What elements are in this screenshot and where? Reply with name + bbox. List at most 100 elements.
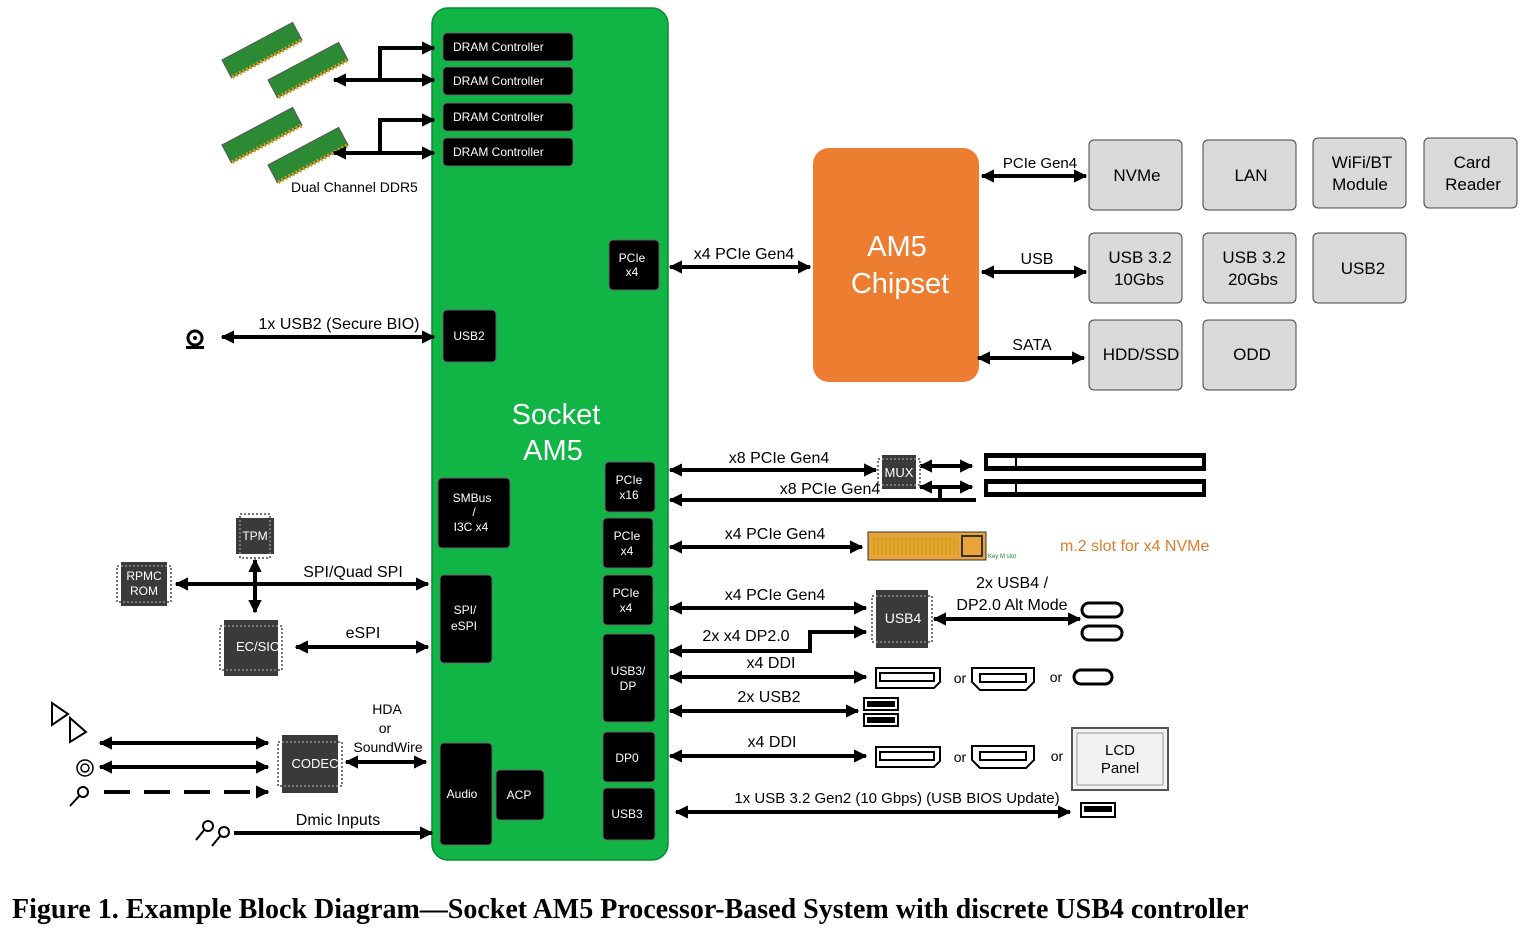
usb3-dp-block: USB3/ DP (602, 633, 656, 723)
spi-arrows (174, 558, 430, 654)
usb-c-ports-icon (1080, 601, 1124, 642)
usb-a-port-icon (1080, 802, 1116, 818)
pcie-x16-arrows (668, 459, 976, 507)
rpmc-l1: RPMC (126, 569, 162, 583)
link-ddi-2-label: x4 DDI (748, 734, 797, 751)
device-usb32-10-l2: 10Gbs (1114, 270, 1164, 289)
or-label-1: or (954, 670, 967, 686)
ddr5-dimm-icon (221, 21, 349, 185)
headphone-jack-icon (76, 759, 94, 777)
lcd-panel: LCD Panel (1071, 727, 1169, 791)
socket-label-1: Socket (512, 399, 601, 431)
usb-a-ports-icon (863, 697, 899, 727)
audio-label: Audio (447, 787, 478, 801)
dram-controller-2-label: DRAM Controller (453, 74, 544, 88)
device-lan: LAN (1202, 139, 1297, 211)
usb3-block: USB3 (602, 787, 656, 841)
pcie-x4-m2-l1: PCIe (614, 529, 641, 543)
or-label-3: or (954, 749, 967, 765)
pcie-slot-2 (984, 479, 1206, 497)
lcd-l2: Panel (1101, 760, 1139, 777)
acp-block: ACP (495, 769, 545, 821)
device-card-reader: Card Reader (1423, 137, 1518, 209)
audio-arrows (98, 736, 434, 840)
pcie-slot-1 (984, 453, 1206, 471)
usb4-chip-label: USB4 (885, 610, 922, 626)
ec-sio-chip: EC/SIO (219, 620, 283, 676)
usb3-label: USB3 (611, 807, 643, 821)
dram-arrows (332, 41, 436, 160)
speaker-icon (51, 701, 88, 744)
link-chip-usb-label: USB (1021, 251, 1054, 268)
codec-label: CODEC (292, 756, 339, 771)
device-wifi-l2: Module (1332, 175, 1388, 194)
m2-slot-label: m.2 slot for x4 NVMe (1060, 538, 1209, 555)
chipset-label-2: Chipset (851, 268, 949, 300)
acp-label: ACP (507, 788, 532, 802)
smbus-l3: I3C x4 (454, 520, 489, 534)
device-wifi: WiFi/BT Module (1312, 137, 1407, 209)
ddr5-label: Dual Channel DDR5 (291, 179, 418, 195)
smbus-l2: / (472, 505, 476, 519)
device-odd: ODD (1202, 319, 1297, 391)
microphone-icon (69, 786, 89, 807)
rpmc-rom-chip: RPMC ROM (116, 562, 172, 606)
spi-block: SPI/ eSPI (439, 574, 493, 664)
x8-pcie-a-label: x8 PCIe Gen4 (729, 450, 830, 467)
dram-controller-4-label: DRAM Controller (453, 145, 544, 159)
pcie-x4-chipset-block: PCIe x4 (608, 239, 660, 291)
link-usb2-2x-label: 2x USB2 (737, 689, 800, 706)
or-label-4: or (1051, 748, 1064, 764)
link-usb32-gen2-label: 1x USB 3.2 Gen2 (10 Gbps) (USB BIOS Upda… (734, 790, 1059, 807)
dp0-label: DP0 (615, 751, 639, 765)
link-dp20 (668, 625, 868, 658)
link-chip-sata-label: SATA (1012, 337, 1052, 354)
device-card-l1: Card (1454, 153, 1491, 172)
pcie-x16-l1: PCIe (616, 473, 643, 487)
hda-label-1: HDA (372, 701, 402, 717)
am5-chipset (813, 148, 979, 382)
device-usb32-20-l1: USB 3.2 (1222, 248, 1285, 267)
hdmi-icon-1 (971, 667, 1035, 691)
usb4-out-label-2: DP2.0 Alt Mode (956, 597, 1067, 614)
usb2-block-label: USB2 (453, 329, 485, 343)
smbus-block: SMBus / I3C x4 (437, 477, 511, 549)
pcie-x4-chipset-l1: PCIe (619, 251, 646, 265)
device-usb32-20-l2: 20Gbs (1228, 270, 1278, 289)
device-usb32-10-l1: USB 3.2 (1108, 248, 1171, 267)
usb4-out-label-1: 2x USB4 / (976, 575, 1049, 592)
pcie-x4-m2-block: PCIe x4 (602, 517, 654, 569)
displayport-icon-2 (875, 746, 941, 768)
pcie-x4-m2-l2: x4 (621, 544, 634, 558)
pcie-x16-block: PCIe x16 (604, 461, 656, 513)
dram-controller-3-label: DRAM Controller (453, 110, 544, 124)
usb4-chip: USB4 (871, 590, 933, 648)
smbus-l1: SMBus (453, 491, 492, 505)
device-hdd-ssd: HDD/SSD (1088, 319, 1183, 391)
link-chip-pcie-label: PCIe Gen4 (1003, 155, 1077, 172)
socket-label-2: AM5 (523, 435, 583, 467)
link-usb2-secure-label: 1x USB2 (Secure BIO) (259, 316, 420, 333)
figure-caption: Figure 1. Example Block Diagram—Socket A… (12, 894, 1249, 925)
ec-sio-label: EC/SIO (236, 639, 280, 654)
hda-label-2: or (379, 720, 392, 736)
pcie-x16-l2: x16 (619, 488, 639, 502)
device-odd-l1: ODD (1233, 345, 1271, 364)
usb3-dp-l1: USB3/ (611, 664, 646, 678)
device-usb2: USB2 (1312, 232, 1407, 304)
dram-controller-4: DRAM Controller (442, 137, 574, 167)
codec-chip: CODEC (277, 735, 343, 793)
espi-label: eSPI (346, 625, 381, 642)
usb2-block: USB2 (442, 309, 497, 363)
device-nvme: NVMe (1088, 139, 1183, 211)
rpmc-l2: ROM (130, 584, 158, 598)
device-wifi-l1: WiFi/BT (1332, 153, 1392, 172)
device-usb2-l1: USB2 (1341, 259, 1385, 278)
x8-pcie-b-label: x8 PCIe Gen4 (780, 481, 881, 498)
link-m2-label: x4 PCIe Gen4 (725, 526, 826, 543)
link-pcie-to-chipset-label: x4 PCIe Gen4 (694, 246, 795, 263)
usb-c-port-icon (1072, 668, 1114, 686)
dp0-block: DP0 (602, 731, 656, 783)
link-dp20-label: 2x x4 DP2.0 (702, 628, 789, 645)
